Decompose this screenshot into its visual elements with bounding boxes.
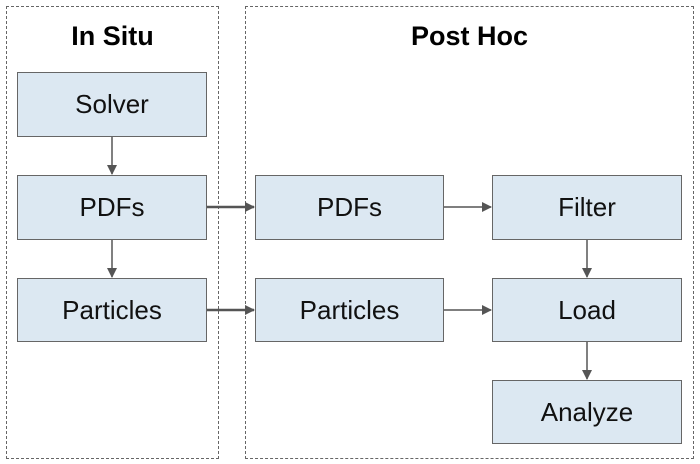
post-hoc-panel: Post Hoc: [245, 6, 694, 459]
node-pdfs-in-situ: PDFs: [17, 175, 207, 240]
post-hoc-title: Post Hoc: [410, 21, 529, 51]
node-particles-post-hoc: Particles: [255, 278, 444, 342]
node-pdfs-post-hoc: PDFs: [255, 175, 444, 240]
in-situ-panel: In Situ: [6, 6, 219, 459]
node-filter: Filter: [492, 175, 682, 240]
node-particles-in-situ: Particles: [17, 278, 207, 342]
in-situ-title: In Situ: [71, 21, 154, 51]
node-solver: Solver: [17, 72, 207, 137]
node-analyze: Analyze: [492, 380, 682, 444]
node-load: Load: [492, 278, 682, 342]
